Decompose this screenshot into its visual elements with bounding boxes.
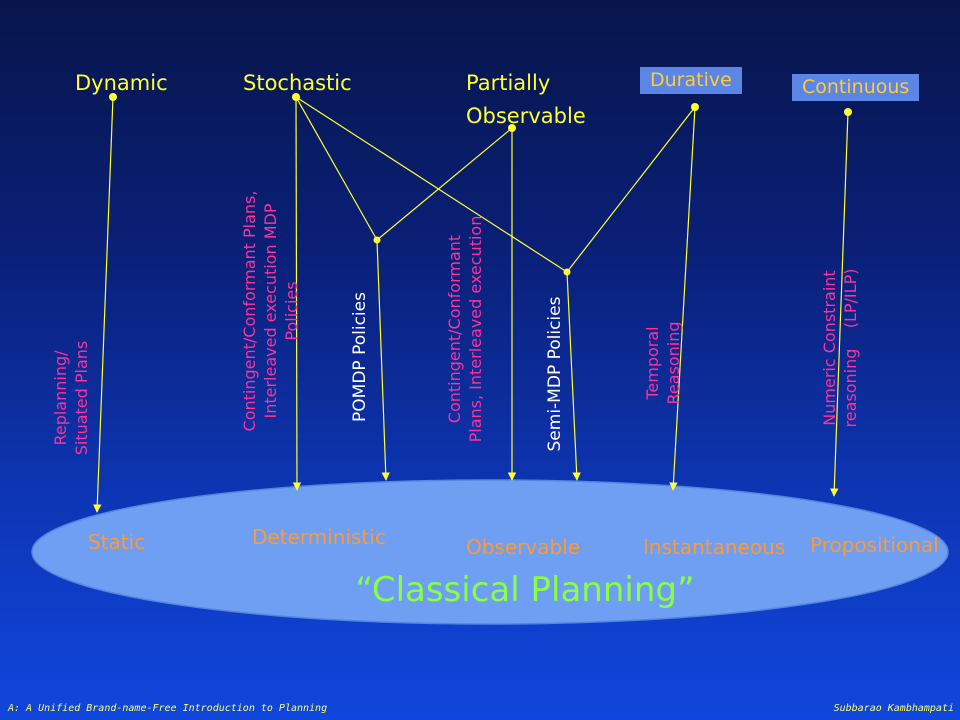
edge-durative-instantaneous [669, 106, 696, 491]
label-replanning: Replanning/ Situated Plans [51, 340, 91, 456]
label-deterministic: Deterministic [252, 525, 386, 549]
label-stochastic: Stochastic [243, 71, 352, 95]
label-temporal: Temporal Reasoning [643, 321, 683, 405]
node-partially-observable [508, 124, 516, 132]
label-observable: Observable [466, 535, 581, 559]
title-classical-planning: “Classical Planning” [355, 570, 695, 610]
label-numeric: Numeric Constraint reasoning (LP/ILP) [820, 268, 860, 428]
edge-semimdp-observable [566, 271, 581, 481]
node-stochastic [292, 93, 300, 101]
label-durative: Durative [640, 67, 742, 94]
node-dynamic [109, 93, 117, 101]
label-dynamic: Dynamic [75, 71, 168, 95]
label-instantaneous: Instantaneous [643, 535, 786, 559]
label-contingent-mdp: Contingent/Conformant Plans, Interleaved… [240, 190, 301, 432]
node-continuous [844, 108, 852, 116]
edge-durative-semimdp-junction [566, 106, 696, 273]
edge-stochastic-deterministic [292, 96, 302, 491]
footer-left: A: A Unified Brand-name-Free Introductio… [8, 703, 328, 714]
label-partially: Partially [466, 71, 551, 95]
edge-pomdp-deterministic [376, 239, 390, 481]
label-contingent-interleaved: Contingent/Conformant Plans, Interleaved… [445, 215, 485, 443]
edge-partial-pomdp-junction [376, 127, 513, 241]
classical-planning-ellipse [31, 479, 949, 625]
edge-dynamic-static [93, 96, 114, 513]
label-pomdp: POMDP Policies [350, 292, 370, 422]
footer-right: Subbarao Kambhampati [833, 703, 954, 714]
label-static: Static [88, 530, 146, 554]
edge-stochastic-semimdp-junction [295, 96, 568, 273]
edge-continuous-propositional [830, 111, 849, 497]
label-propositional: Propositional [810, 533, 939, 557]
node-semimdp-junction [563, 268, 571, 276]
node-pomdp-junction [373, 236, 381, 244]
label-continuous: Continuous [792, 74, 920, 101]
edge-stochastic-pomdp-junction [295, 96, 378, 241]
node-durative [691, 103, 699, 111]
label-semimdp: Semi-MDP Policies [545, 296, 565, 452]
label-observable-top: Observable [466, 104, 586, 128]
